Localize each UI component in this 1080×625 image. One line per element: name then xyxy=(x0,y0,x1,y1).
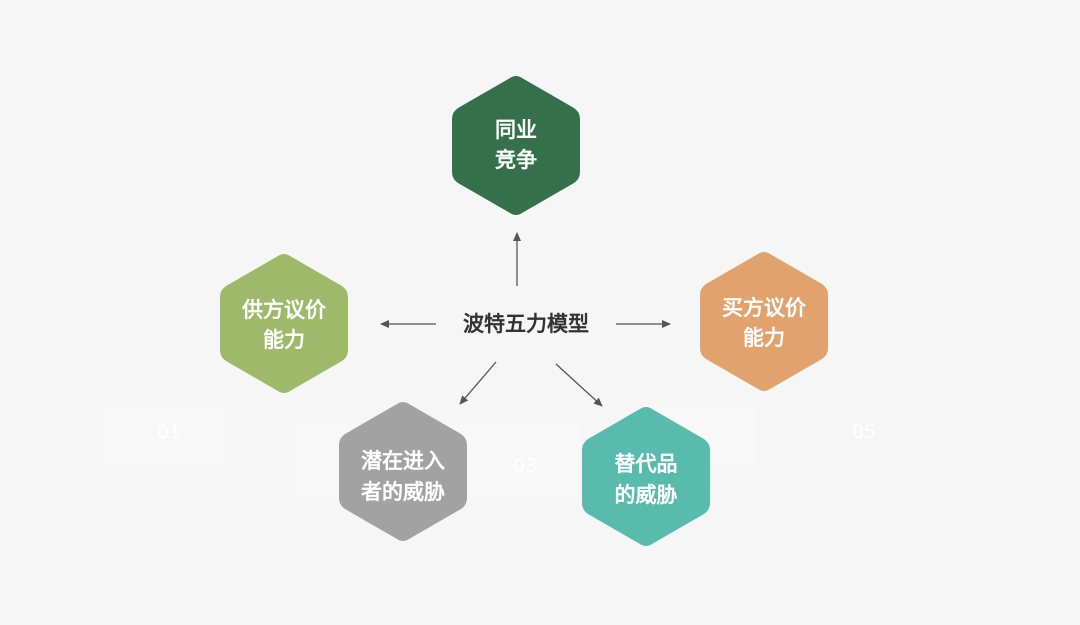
new-entrants-label-line2: 者的威胁 xyxy=(361,480,445,504)
substitutes-label-line1: 替代品 xyxy=(615,452,678,476)
arrow-to-new-entrants xyxy=(459,361,497,405)
force-rivalry: 同业 竞争 xyxy=(452,76,580,215)
substitutes-label-line2: 的威胁 xyxy=(615,483,678,507)
hexagon-new-entrants xyxy=(339,402,467,541)
step-number-03: 03 xyxy=(513,455,537,477)
supplier-label-line2: 能力 xyxy=(263,328,305,352)
step-number-01: 01 xyxy=(157,421,181,443)
step-number-05: 05 xyxy=(852,421,876,443)
hexagon-rivalry xyxy=(452,76,580,215)
force-supplier: 供方议价 能力 xyxy=(220,254,348,393)
force-substitutes: 替代品 的威胁 xyxy=(582,407,710,546)
hexagon-supplier xyxy=(220,254,348,393)
force-new-entrants: 潜在进入 者的威胁 xyxy=(339,402,467,541)
buyer-label-line1: 买方议价 xyxy=(722,296,807,320)
ghost-panel-left xyxy=(105,402,230,464)
rivalry-label-line2: 竞争 xyxy=(495,148,537,172)
rivalry-label-line1: 同业 xyxy=(495,118,537,142)
new-entrants-label-line1: 潜在进入 xyxy=(361,449,445,473)
hexagon-buyer xyxy=(700,252,828,391)
buyer-label-line2: 能力 xyxy=(743,326,785,350)
force-buyer: 买方议价 能力 xyxy=(700,252,828,391)
arrow-to-substitutes xyxy=(555,363,603,407)
center-label: 波特五力模型 xyxy=(463,312,589,336)
supplier-label-line1: 供方议价 xyxy=(241,298,327,322)
hexagon-substitutes xyxy=(582,407,710,546)
